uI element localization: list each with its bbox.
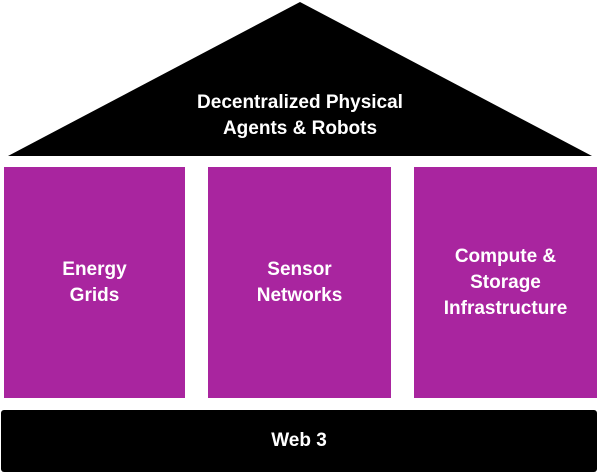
roof-shape [8, 2, 592, 156]
pillar-label: Compute & Storage Infrastructure [443, 245, 568, 319]
base-label: Web 3 [271, 430, 327, 451]
pillar-label: Sensor Networks [256, 258, 343, 306]
pillar-energy-grids: Energy Grids [4, 167, 185, 398]
base-foundation: Web 3 [1, 410, 597, 472]
pillar-label: Energy Grids [62, 258, 127, 306]
pillar-compute-storage: Compute & Storage Infrastructure [414, 167, 597, 398]
roof-triangle [8, 2, 592, 156]
pillar-sensor-networks: Sensor Networks [208, 167, 391, 398]
roof-label: Decentralized Physical Agents & Robots [197, 92, 403, 139]
